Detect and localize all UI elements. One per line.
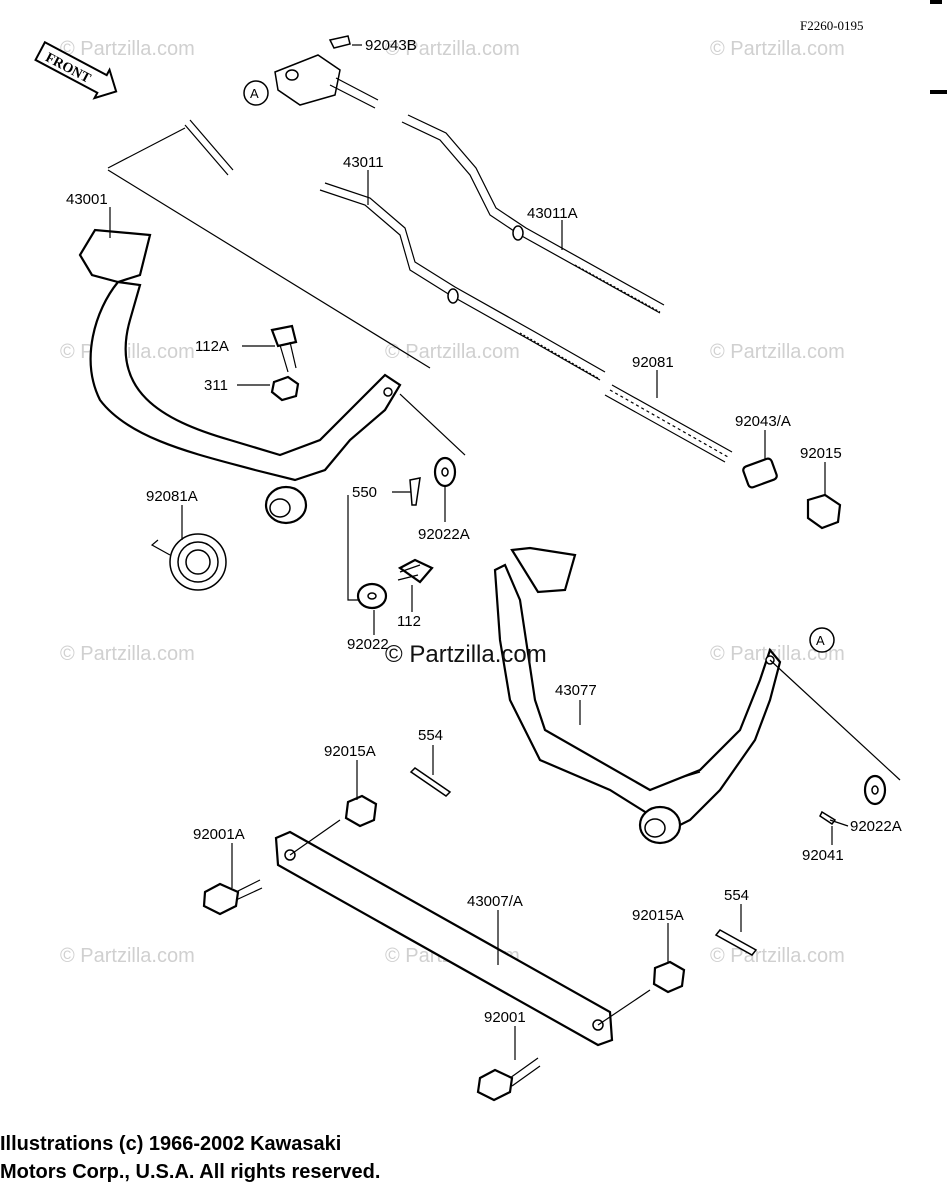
nut-92015 — [806, 493, 842, 530]
watermark: © Partzilla.com — [385, 341, 520, 363]
callout-92081a: 92081A — [146, 488, 198, 505]
tie-rod-43007a — [274, 830, 614, 1047]
edge-mark — [930, 0, 942, 4]
brake-pedal-43001 — [78, 228, 402, 525]
callout-labels: 92043B 43011 43001 43011A 112A 311 92081… — [66, 37, 902, 1026]
center-watermark: © Partzilla.com — [385, 641, 547, 668]
callout-92015: 92015 — [800, 445, 842, 462]
bolt-92001a — [202, 879, 263, 916]
callout-43011: 43011 — [343, 154, 384, 171]
washer-92022a-top — [433, 456, 457, 488]
callout-92041: 92041 — [802, 847, 844, 864]
callout-92015a-bottom: 92015A — [632, 907, 684, 924]
washer-92022 — [356, 582, 388, 610]
reference-a-top: A — [243, 80, 269, 106]
callout-92022a-right: 92022A — [850, 818, 902, 835]
joint-92043a — [742, 457, 778, 489]
reference-a-label: A — [250, 86, 259, 101]
brake-pedal-43077 — [493, 546, 782, 845]
cotter-pin-554-bottom — [714, 929, 758, 956]
nut-311 — [270, 375, 300, 402]
watermark: © Partzilla.com — [710, 341, 845, 363]
callout-92015a-top: 92015A — [324, 743, 376, 760]
watermark: © Partzilla.com — [710, 945, 845, 967]
watermark: © Partzilla.com — [710, 38, 845, 60]
reference-a-right: A — [809, 627, 835, 653]
bolt-92001 — [476, 1057, 541, 1102]
callout-92022: 92022 — [347, 636, 389, 653]
brake-rod-43011 — [184, 119, 606, 381]
watermark: © Partzilla.com — [60, 38, 195, 60]
cotter-pin-550 — [409, 477, 421, 506]
leader-lines — [107, 44, 901, 1060]
bolt-112 — [397, 558, 434, 584]
callout-43011a: 43011A — [527, 205, 578, 222]
nut-92015a-top — [344, 794, 378, 828]
clevis-joint — [274, 35, 379, 109]
callout-554-top: 554 — [418, 727, 443, 744]
callout-311: 311 — [204, 377, 228, 394]
callout-92081: 92081 — [632, 354, 674, 371]
watermark: © Partzilla.com — [60, 945, 195, 967]
spring-92081a — [150, 533, 227, 591]
copyright-line-2: Motors Corp., U.S.A. All rights reserved… — [0, 1161, 381, 1183]
cotter-pin-92041 — [819, 810, 837, 826]
callout-112: 112 — [397, 613, 421, 630]
copyright-line-1: Illustrations (c) 1966-2002 Kawasaki — [0, 1133, 342, 1155]
brake-rod-43011a — [401, 114, 665, 314]
callout-554-bottom: 554 — [724, 887, 749, 904]
callout-43001: 43001 — [66, 191, 108, 208]
bolt-112a — [270, 324, 298, 373]
nut-92015a-bottom — [652, 960, 686, 994]
callout-92001a: 92001A — [193, 826, 245, 843]
edge-mark — [930, 90, 947, 94]
callout-92043a: 92043/A — [735, 413, 791, 430]
watermark: © Partzilla.com — [60, 643, 195, 665]
callout-43077: 43077 — [555, 682, 597, 699]
copyright-notice: Illustrations (c) 1966-2002 Kawasaki Mot… — [0, 1130, 947, 1186]
callout-92043b: 92043B — [365, 37, 417, 54]
callout-550: 550 — [352, 484, 377, 501]
callout-43007a: 43007/A — [467, 893, 523, 910]
callout-92022a-top: 92022A — [418, 526, 470, 543]
washer-92022a-right — [863, 774, 887, 806]
spring-92081 — [604, 384, 733, 463]
watermark: © Partzilla.com — [710, 643, 845, 665]
watermark: © Partzilla.com — [385, 38, 520, 60]
diagram-id: F2260-0195 — [800, 18, 864, 33]
reference-a-label: A — [816, 633, 825, 648]
callout-92001: 92001 — [484, 1009, 526, 1026]
cotter-pin-554-top — [409, 767, 452, 797]
callout-112a: 112A — [195, 338, 229, 355]
